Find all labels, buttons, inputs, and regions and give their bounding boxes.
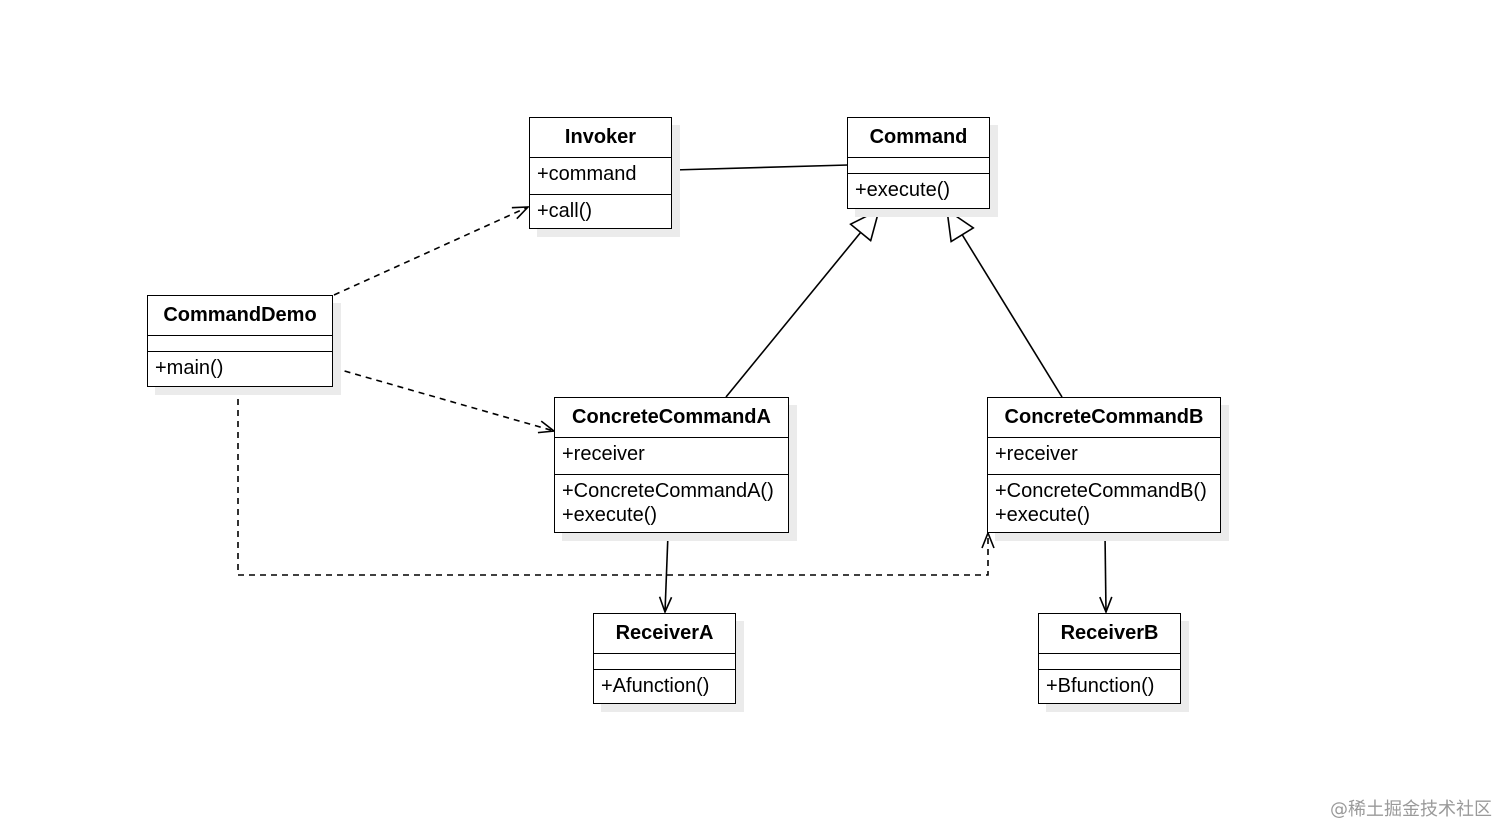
attributes-section: [1039, 654, 1180, 670]
class-name: CommandDemo: [148, 296, 332, 336]
attributes-section: [148, 336, 332, 352]
operations-section: +Bfunction(): [1039, 670, 1180, 698]
class-name: Command: [848, 118, 989, 158]
operation: +Bfunction(): [1046, 675, 1155, 697]
class-name: ReceiverB: [1039, 614, 1180, 654]
association-concretecommanda-receivera: [665, 533, 668, 612]
dependency-commanddemo-concretecommanda: [333, 367, 554, 431]
class-invoker[interactable]: Invoker +command +call(): [529, 117, 672, 229]
attribute: +receiver: [562, 443, 645, 465]
attributes-section: +command: [530, 158, 671, 195]
generalization-concretecommandb-command: [947, 210, 1063, 398]
class-receiverb[interactable]: ReceiverB +Bfunction(): [1038, 613, 1181, 704]
class-name: ConcreteCommandB: [988, 398, 1220, 438]
attributes-section: +receiver: [555, 438, 788, 475]
operation: +call(): [537, 200, 593, 222]
operations-section: +call(): [530, 195, 671, 223]
operations-section: +ConcreteCommandA() +execute(): [555, 475, 788, 527]
class-name: ConcreteCommandA: [555, 398, 788, 438]
dependency-commanddemo-invoker: [333, 207, 528, 296]
operation: +Afunction(): [601, 675, 710, 697]
class-command[interactable]: Command +execute(): [847, 117, 990, 209]
attribute: +command: [537, 163, 637, 185]
dependency-commanddemo-concretecommandb: [237, 388, 988, 576]
class-commanddemo[interactable]: CommandDemo +main(): [147, 295, 333, 387]
association-concretecommandb-receiverb: [1105, 533, 1106, 612]
operation: +main(): [155, 357, 224, 379]
operation: +execute(): [562, 504, 658, 526]
watermark: @稀土掘金技术社区: [1330, 799, 1492, 820]
operation: +ConcreteCommandA(): [562, 480, 774, 502]
class-name: ReceiverA: [594, 614, 735, 654]
class-concretecommandb[interactable]: ConcreteCommandB +receiver +ConcreteComm…: [987, 397, 1221, 533]
attributes-section: [848, 158, 989, 174]
class-receivera[interactable]: ReceiverA +Afunction(): [593, 613, 736, 704]
operation: +execute(): [995, 504, 1091, 526]
aggregation-invoker-command: [673, 165, 849, 170]
operation: +ConcreteCommandB(): [995, 480, 1207, 502]
class-concretecommanda[interactable]: ConcreteCommandA +receiver +ConcreteComm…: [554, 397, 789, 533]
operations-section: +main(): [148, 352, 332, 380]
operations-section: +execute(): [848, 174, 989, 202]
operations-section: +ConcreteCommandB() +execute(): [988, 475, 1220, 527]
attribute: +receiver: [995, 443, 1078, 465]
attributes-section: +receiver: [988, 438, 1220, 475]
attributes-section: [594, 654, 735, 670]
class-name: Invoker: [530, 118, 671, 158]
generalization-concretecommanda-command: [725, 210, 879, 398]
operations-section: +Afunction(): [594, 670, 735, 698]
operation: +execute(): [855, 179, 951, 201]
